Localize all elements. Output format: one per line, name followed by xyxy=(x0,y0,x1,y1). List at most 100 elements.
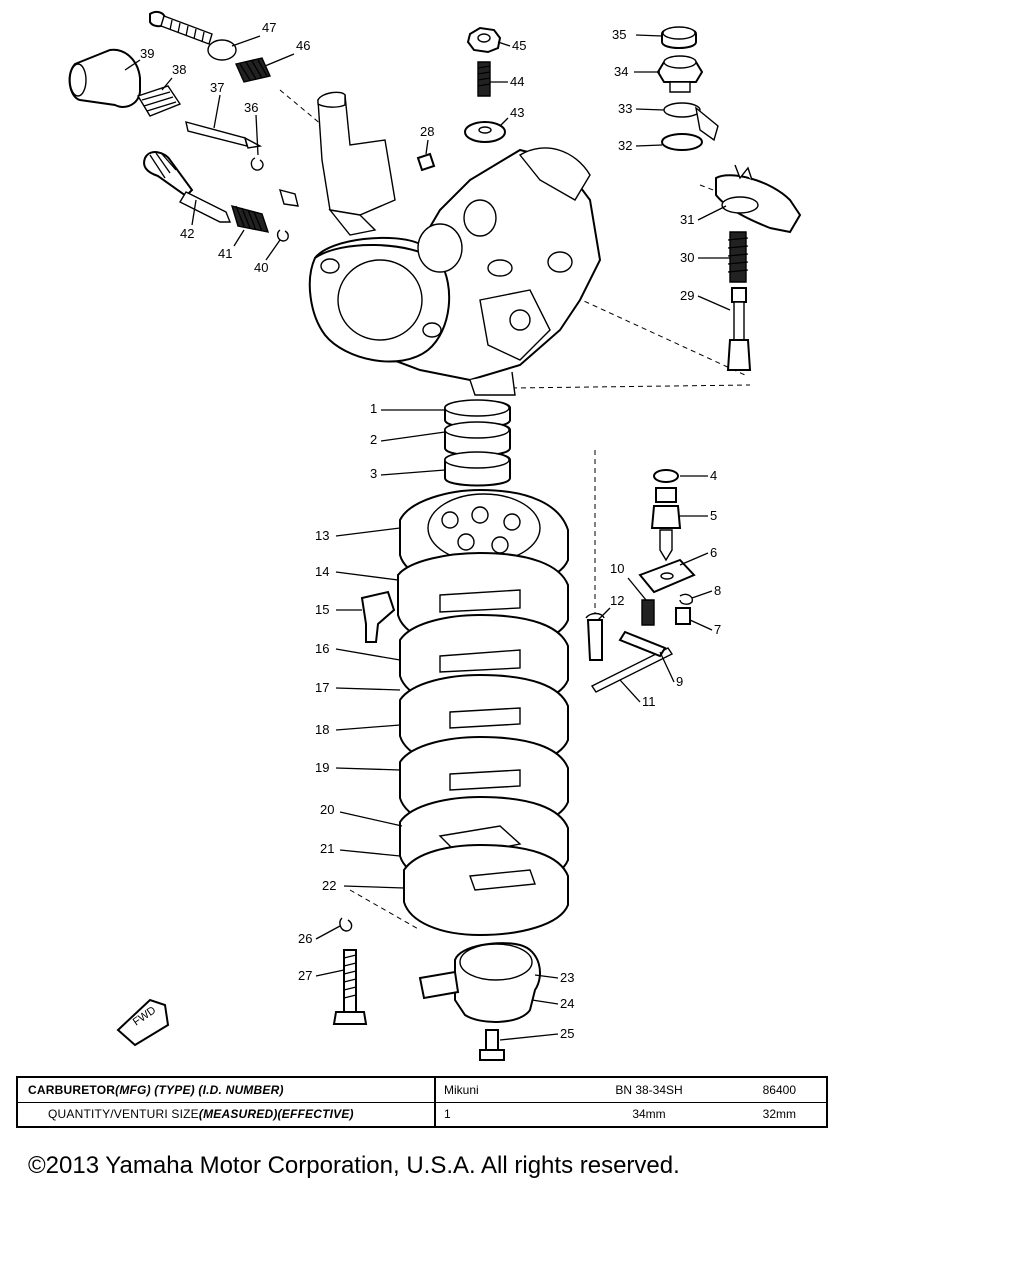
carburetor-body xyxy=(308,91,602,396)
callout-5: 5 xyxy=(710,508,717,523)
callout-7: 7 xyxy=(714,622,721,637)
callout-37: 37 xyxy=(210,80,224,95)
leader-line-29 xyxy=(697,295,731,311)
callout-35: 35 xyxy=(612,27,626,42)
leader-line-27 xyxy=(315,969,345,977)
leader-line-33 xyxy=(635,108,665,111)
callout-46: 46 xyxy=(296,38,310,53)
callout-33: 33 xyxy=(618,101,632,116)
leader-line-36 xyxy=(255,114,259,156)
callout-41: 41 xyxy=(218,246,232,261)
callout-30: 30 xyxy=(680,250,694,265)
callout-17: 17 xyxy=(315,680,329,695)
leader-line-11 xyxy=(619,679,641,703)
callout-34: 34 xyxy=(614,64,628,79)
leader-line-7 xyxy=(689,619,713,631)
leader-line-43 xyxy=(499,117,509,127)
leader-line-46 xyxy=(264,53,295,67)
leader-line-45 xyxy=(497,41,511,47)
leader-line-18 xyxy=(335,724,401,731)
leader-line-47 xyxy=(231,35,261,47)
leader-line-13 xyxy=(335,527,401,537)
callout-32: 32 xyxy=(618,138,632,153)
spec-row-carburetor-values: Mikuni BN 38-34SH 86400 xyxy=(436,1078,826,1103)
spec-values-column: Mikuni BN 38-34SH 86400 1 34mm 32mm xyxy=(436,1078,826,1126)
carburetor-quantity: 1 xyxy=(444,1107,451,1122)
carburetor-spec-table: CARBURETOR (MFG) (TYPE) (I.D. NUMBER) QU… xyxy=(16,1076,828,1128)
callout-21: 21 xyxy=(320,841,334,856)
leader-line-40 xyxy=(265,239,281,261)
callout-40: 40 xyxy=(254,260,268,275)
callout-2: 2 xyxy=(370,432,377,447)
callout-47: 47 xyxy=(262,20,276,35)
leader-line-14 xyxy=(335,571,399,581)
venturi-measured: 34mm xyxy=(632,1107,666,1122)
leader-line-38 xyxy=(161,77,173,91)
leader-line-20 xyxy=(339,811,403,827)
leader-line-22 xyxy=(343,885,405,889)
callout-8: 8 xyxy=(714,583,721,598)
callout-31: 31 xyxy=(680,212,694,227)
pilot-screw-parts xyxy=(68,10,299,242)
callout-29: 29 xyxy=(680,288,694,303)
copyright-notice: ©2013 Yamaha Motor Corporation, U.S.A. A… xyxy=(28,1152,680,1179)
callout-26: 26 xyxy=(298,931,312,946)
leader-line-24 xyxy=(531,999,559,1005)
carburetor-label-detail: (MFG) (TYPE) (I.D. NUMBER) xyxy=(115,1082,284,1097)
throttle-stop-parts xyxy=(416,26,506,172)
callout-42: 42 xyxy=(180,226,194,241)
callout-9: 9 xyxy=(676,674,683,689)
callout-28: 28 xyxy=(420,124,434,139)
callout-3: 3 xyxy=(370,466,377,481)
callout-24: 24 xyxy=(560,996,574,1011)
callout-38: 38 xyxy=(172,62,186,77)
callout-10: 10 xyxy=(610,561,624,576)
spec-labels-column: CARBURETOR (MFG) (TYPE) (I.D. NUMBER) QU… xyxy=(18,1078,436,1126)
quantity-label: QUANTITY/VENTURI SIZE xyxy=(48,1107,199,1122)
drain-and-bolt-parts xyxy=(332,917,541,1061)
callout-25: 25 xyxy=(560,1026,574,1041)
callout-4: 4 xyxy=(710,468,717,483)
starter-plunger-parts xyxy=(656,26,802,371)
leader-line-42 xyxy=(191,199,197,226)
callout-22: 22 xyxy=(322,878,336,893)
leader-line-21 xyxy=(339,849,401,857)
spec-row-quantity-label: QUANTITY/VENTURI SIZE(MEASURED)(EFFECTIV… xyxy=(18,1103,434,1127)
callout-6: 6 xyxy=(710,545,717,560)
carburetor-label: CARBURETOR xyxy=(28,1082,116,1097)
carburetor-type: BN 38-34SH xyxy=(615,1082,683,1097)
spec-row-quantity-values: 1 34mm 32mm xyxy=(436,1103,826,1127)
callout-27: 27 xyxy=(298,968,312,983)
callout-19: 19 xyxy=(315,760,329,775)
leader-line-25 xyxy=(499,1033,559,1041)
leader-line-16 xyxy=(335,648,401,661)
leader-line-37 xyxy=(213,94,221,129)
quantity-label-detail: (MEASURED)(EFFECTIVE) xyxy=(198,1107,354,1122)
callout-16: 16 xyxy=(315,641,329,656)
callout-43: 43 xyxy=(510,105,524,120)
leader-line-32 xyxy=(635,144,663,147)
callout-45: 45 xyxy=(512,38,526,53)
callout-15: 15 xyxy=(315,602,329,617)
leader-line-8 xyxy=(691,590,713,599)
callout-14: 14 xyxy=(315,564,329,579)
callout-18: 18 xyxy=(315,722,329,737)
callout-44: 44 xyxy=(510,74,524,89)
fwd-arrow: FWD xyxy=(116,998,170,1047)
leader-line-35 xyxy=(635,34,663,37)
callout-20: 20 xyxy=(320,802,334,817)
venturi-effective: 32mm xyxy=(762,1107,796,1122)
callout-39: 39 xyxy=(140,46,154,61)
callout-11: 11 xyxy=(642,694,656,709)
callout-36: 36 xyxy=(244,100,258,115)
leader-line-9 xyxy=(659,651,675,683)
carburetor-mfg: Mikuni xyxy=(444,1082,479,1097)
leader-line-12 xyxy=(597,607,611,621)
leader-line-19 xyxy=(335,767,401,771)
leader-line-41 xyxy=(233,229,245,247)
callout-leader-lines xyxy=(124,34,731,1041)
leader-line-28 xyxy=(425,139,429,155)
callout-1: 1 xyxy=(370,401,377,416)
float-chamber-stack xyxy=(360,399,569,937)
